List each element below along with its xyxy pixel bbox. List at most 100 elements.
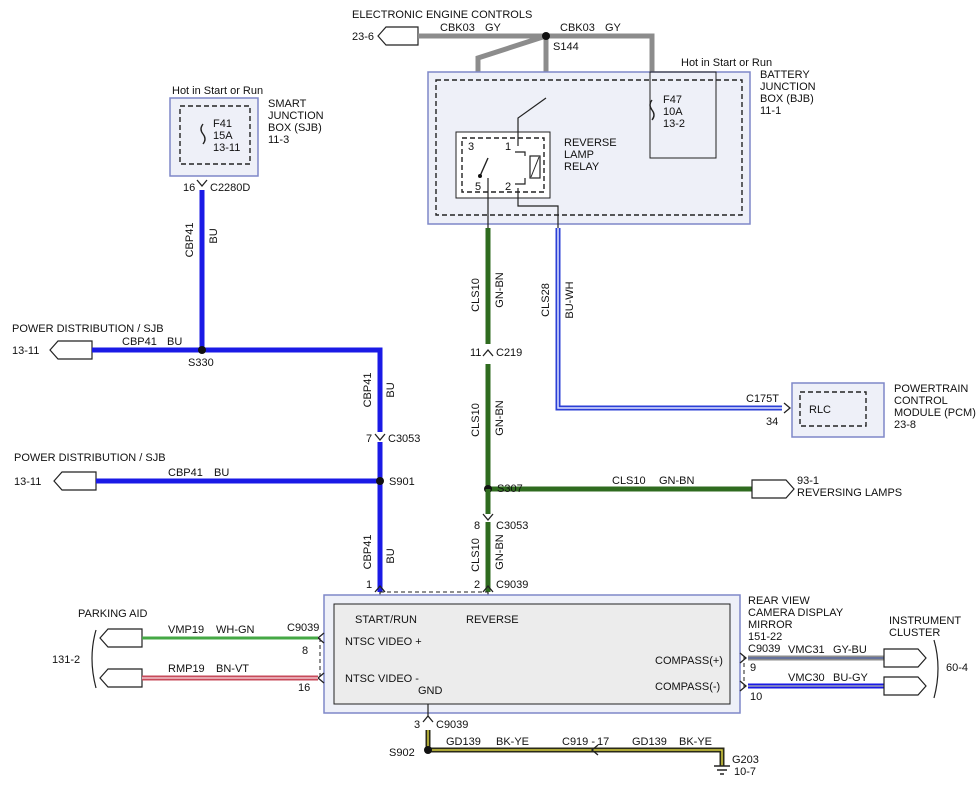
c3053b-connector-icon: [482, 513, 494, 522]
wire-cls10-v1-circuit: CLS10: [470, 278, 482, 312]
wire-cbp41-v2-circuit: CBP41: [362, 373, 374, 408]
splice-s902-label: S902: [389, 747, 415, 759]
vmc31-circuit: VMC31: [788, 644, 825, 656]
reversing-lamps-connector[interactable]: [751, 479, 795, 499]
mirror-group: 1 2 C9039 START/RUN REVERSE NTSC VIDEO +…: [287, 579, 844, 731]
c175t-connector-icon: [783, 402, 792, 414]
f47-fuse-box: [649, 71, 717, 159]
pd1-label: POWER DISTRIBUTION / SJB: [12, 323, 164, 335]
relay-pin2: 2: [505, 181, 511, 193]
f41-fuse-ref: 13-11: [213, 142, 240, 154]
engine-controls-title: ELECTRONIC ENGINE CONTROLS: [352, 9, 532, 21]
pcm-rlc: RLC: [809, 404, 831, 416]
mirror-compass-plus: COMPASS(+): [655, 655, 723, 667]
mirror-c9039-top: C9039: [496, 579, 528, 591]
engine-controls-connector[interactable]: [377, 26, 419, 46]
mirror-pin9-connector-icon: [739, 652, 748, 664]
splice-s307-label: S307: [497, 483, 523, 495]
parking-aid-bracket: [91, 629, 97, 689]
mirror-c9039-bot: C9039: [436, 719, 468, 731]
bjb-name-line3: BOX (BJB): [760, 93, 814, 105]
pcm-box: [791, 382, 885, 438]
relay-coil-lead-bot: [515, 178, 526, 185]
bjb-name-line1: BATTERY: [760, 69, 810, 81]
wire-cls28-stripe: [557, 228, 782, 409]
f47-fuse-icon: [649, 99, 655, 121]
pd2-ref: 13-11: [14, 476, 41, 488]
wire-cls28-circuit: CLS28: [540, 283, 552, 317]
mirror-compass-minus: COMPASS(-): [655, 681, 720, 693]
c175t-pin: 34: [766, 416, 778, 428]
wire-cbp41-pd1[interactable]: [92, 347, 383, 432]
rmp19-circuit: RMP19: [168, 663, 205, 675]
pcm-ref: 23-8: [894, 419, 916, 431]
wire-cbk03-left-circuit: CBK03: [440, 22, 475, 34]
cluster-label-line2: CLUSTER: [889, 627, 940, 639]
wire-cls28-color: BU-WH: [564, 281, 576, 318]
relay-coil-icon: [529, 155, 541, 179]
cluster-vmc30-connector[interactable]: [883, 676, 927, 696]
f41-fuse-icon: [200, 123, 206, 145]
bjb-ref: 11-1: [760, 105, 781, 117]
cluster-vmc31-connector[interactable]: [883, 648, 927, 668]
ground-ref: 10-7: [734, 766, 756, 778]
cluster-bracket: [933, 639, 939, 699]
gd139-left-color: BK-YE: [496, 736, 529, 748]
splice-s901-label: S901: [389, 476, 415, 488]
wire-cbp41-v3-color: BU: [385, 548, 397, 563]
pd2-connector[interactable]: [53, 471, 97, 491]
vmp19-color: WH-GN: [216, 624, 255, 636]
wire-cbp41-v2-color: BU: [385, 382, 397, 397]
wire-cls10-v3-circuit: CLS10: [470, 538, 482, 572]
parking-aid-rmp-connector[interactable]: [99, 668, 143, 688]
pd1-connector[interactable]: [49, 340, 93, 360]
mirror-pin16: 16: [298, 682, 310, 694]
rev-color: GN-BN: [659, 475, 695, 487]
bjb-name-line2: JUNCTION: [760, 81, 816, 93]
bjb-internal-coil-feed: [517, 97, 547, 146]
pcm-name-line3: MODULE (PCM): [894, 407, 976, 419]
relay-contact-dot: [478, 174, 482, 178]
f41-fuse-amp: 15A: [213, 130, 233, 142]
mirror-pin16-connector-icon: [316, 672, 325, 684]
splice-s330-label: S330: [188, 357, 214, 369]
mirror-c9039-left: C9039: [287, 622, 319, 634]
sjb-ref: 11-3: [268, 134, 289, 146]
mirror-pin8-connector-icon: [316, 632, 325, 644]
sjb-name-line3: BOX (SJB): [268, 122, 322, 134]
pcm-name-line2: CONTROL: [894, 395, 948, 407]
relay-coil-slash: [530, 156, 540, 178]
wire-cbk03-right-color: GY: [605, 22, 622, 34]
rev-ref: 93-1: [797, 475, 819, 487]
gd139-right-circuit: GD139: [632, 736, 667, 748]
f47-fuse-name: F47: [663, 94, 682, 106]
pcm-group: CLS28 BU-WH RLC C175T 34 POWERTRAIN CONT…: [540, 228, 976, 438]
reverse-lamp-relay-box: [455, 131, 551, 199]
pcm-name-line1: POWERTRAIN: [894, 383, 968, 395]
bjb-hot-label: Hot in Start or Run: [681, 57, 772, 69]
c2280d-connector-icon: [196, 179, 208, 188]
wire-cbp41-sjb-color: BU: [208, 228, 220, 243]
ground-g203: G203: [732, 754, 759, 766]
instrument-cluster-group: INSTRUMENT CLUSTER 60-4 VMC31 GY-BU VMC3…: [748, 615, 968, 699]
c2280d-label: C2280D: [210, 182, 250, 194]
relay-name-line3: RELAY: [564, 161, 600, 173]
cluster-label-line1: INSTRUMENT: [889, 615, 961, 627]
mirror-pin1-connector-icon: [374, 584, 386, 593]
sjb-hot-label: Hot in Start or Run: [172, 85, 263, 97]
wire-cbk03-right-circuit: CBK03: [560, 22, 595, 34]
c919-pin: 17: [597, 736, 609, 748]
wire-cls10-v1-color: GN-BN: [494, 272, 506, 308]
c175t-label: C175T: [746, 393, 779, 405]
ground-group: S902 GD139 BK-YE C919 - 17 GD139 BK-YE G…: [389, 730, 759, 778]
parking-aid-vmp-connector[interactable]: [99, 628, 143, 648]
sjb-inner-outline: [179, 105, 251, 165]
wire-cls28-to-pcm[interactable]: [555, 228, 782, 411]
power-distribution-2-group: POWER DISTRIBUTION / SJB 13-11 CBP41 BU …: [14, 452, 415, 569]
relay-name-line2: LAMP: [564, 149, 594, 161]
pd2-circuit: CBP41: [168, 467, 203, 479]
c3053b-label: C3053: [496, 520, 528, 532]
mirror-ntsc-plus: NTSC VIDEO +: [345, 636, 422, 648]
splice-s330-dot: [198, 346, 206, 354]
